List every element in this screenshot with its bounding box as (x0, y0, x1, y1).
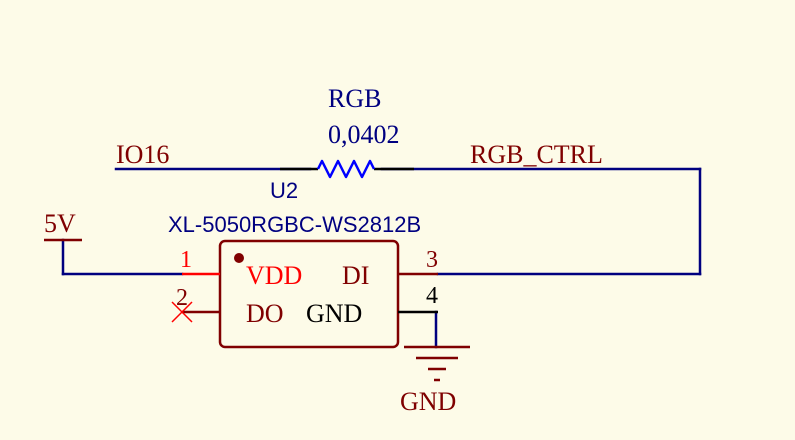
ground-symbol-icon (404, 345, 470, 382)
no-connect-icon (171, 301, 193, 323)
wires (61, 167, 702, 349)
pin-4-name: GND (306, 299, 362, 328)
power-label-5v: 5V (44, 209, 76, 238)
ground-port[interactable]: GND (400, 345, 470, 416)
chip-part-number: XL-5050RGBC-WS2812B (168, 212, 421, 237)
pin-1-name: VDD (246, 261, 302, 290)
pin-2-number: 2 (176, 285, 188, 311)
pin-4-number: 4 (426, 283, 438, 309)
pin-3-number: 3 (426, 247, 438, 273)
resistor-icon (316, 159, 376, 179)
power-port-5v[interactable]: 5V (44, 209, 82, 242)
chip-designator: U2 (270, 178, 298, 203)
pin-1-number: 1 (180, 247, 192, 273)
chip-u2[interactable]: U2 XL-5050RGBC-WS2812B 1 VDD 2 DO 3 DI 4… (168, 178, 438, 349)
net-label-io16[interactable]: IO16 (116, 140, 169, 169)
resistor-designator: RGB (328, 84, 381, 113)
pin-3-name: DI (342, 261, 369, 290)
resistor[interactable]: RGB 0,0402 (280, 84, 414, 179)
net-label-rgb-ctrl[interactable]: RGB_CTRL (470, 140, 603, 169)
pin1-dot-icon (234, 253, 244, 263)
pin-2-name: DO (246, 299, 284, 328)
ground-label: GND (400, 387, 456, 416)
resistor-value: 0,0402 (328, 120, 400, 149)
chip-body (218, 239, 400, 349)
